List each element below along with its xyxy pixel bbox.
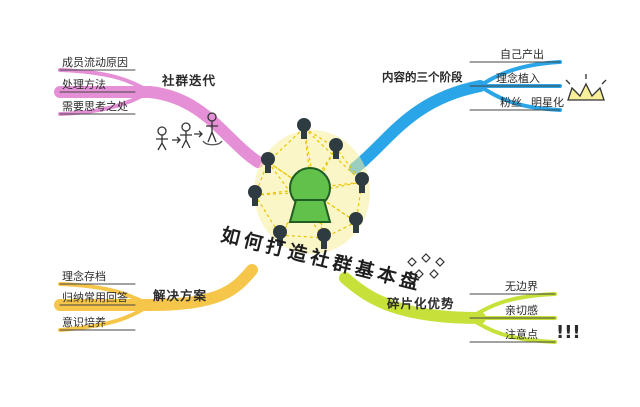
fragment-diamonds-icon <box>407 253 445 279</box>
central-key-node-icon <box>288 167 332 223</box>
leaf-member-flow-reason: 成员流动原因 <box>62 56 128 69</box>
leaf-awareness-cultivation: 意识培养 <box>62 316 106 329</box>
people-sketch-icon <box>156 112 223 151</box>
member-node-icons <box>248 118 369 249</box>
branch-label-fragmentation: 碎片化优势 <box>387 296 455 311</box>
leaf-celebrity: 明星化 <box>531 96 564 109</box>
member-node-icon <box>355 172 369 193</box>
leaf-fans: 粉丝 <box>500 96 522 109</box>
member-node-icon <box>297 118 311 139</box>
leaf-common-answers: 归纳常用回答 <box>62 291 128 304</box>
member-node-icon <box>273 225 287 246</box>
leaf-self-produced: 自己产出 <box>500 48 544 61</box>
member-node-icon <box>349 212 363 233</box>
leaf-idea-implant: 理念植入 <box>496 72 540 85</box>
member-node-icon <box>329 138 343 159</box>
branch-label-solutions: 解决方案 <box>153 288 208 303</box>
exclamation-marks: !!! <box>556 322 581 343</box>
leaf-intimacy: 亲切感 <box>505 304 538 317</box>
branch-fragmentation <box>339 272 557 344</box>
crown-icon <box>565 74 607 101</box>
branch-solutions <box>54 264 258 332</box>
member-node-icon <box>261 152 275 173</box>
leaf-no-boundary: 无边界 <box>505 280 538 293</box>
leaf-handling-method: 处理方法 <box>62 78 106 91</box>
member-node-icon <box>248 185 262 206</box>
leaf-points-to-consider: 需要思考之处 <box>62 100 128 113</box>
branch-label-content-stages: 内容的三个阶段 <box>382 70 463 84</box>
member-node-icon <box>317 228 331 249</box>
branch-label-community-iteration: 社群迭代 <box>162 73 217 88</box>
leaf-notes: 注意点 <box>505 328 538 341</box>
leaf-idea-archive: 理念存档 <box>62 270 106 283</box>
branch-content-stages <box>349 60 562 174</box>
